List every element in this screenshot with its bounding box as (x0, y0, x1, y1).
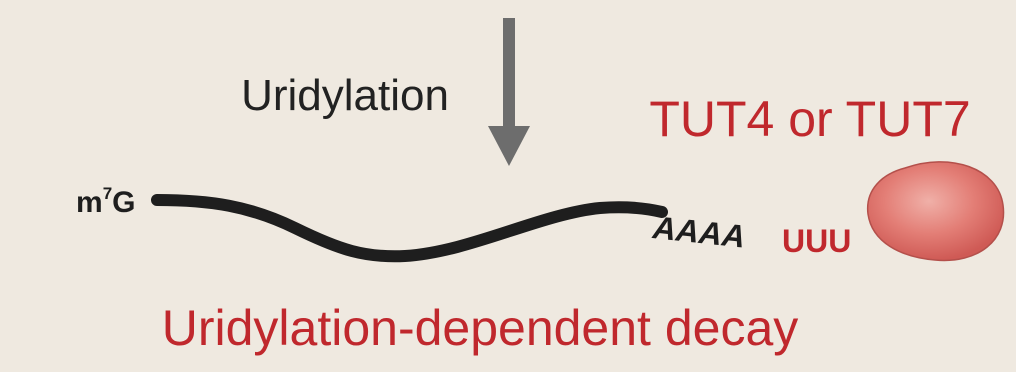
uridine-tail: UUU (782, 223, 851, 259)
cap-label-m: m (76, 186, 103, 219)
enzyme-blob (866, 161, 1005, 262)
outcome-label: Uridylation-dependent decay (162, 300, 799, 356)
cap-superscript: 7 (103, 184, 112, 203)
enzyme-label: TUT4 or TUT7 (649, 91, 970, 147)
cap-label: m7G (76, 184, 136, 219)
process-label: Uridylation (241, 71, 449, 120)
cap-label-g: G (112, 186, 135, 219)
mrna-strand (151, 194, 668, 263)
down-arrow-icon (488, 18, 530, 166)
